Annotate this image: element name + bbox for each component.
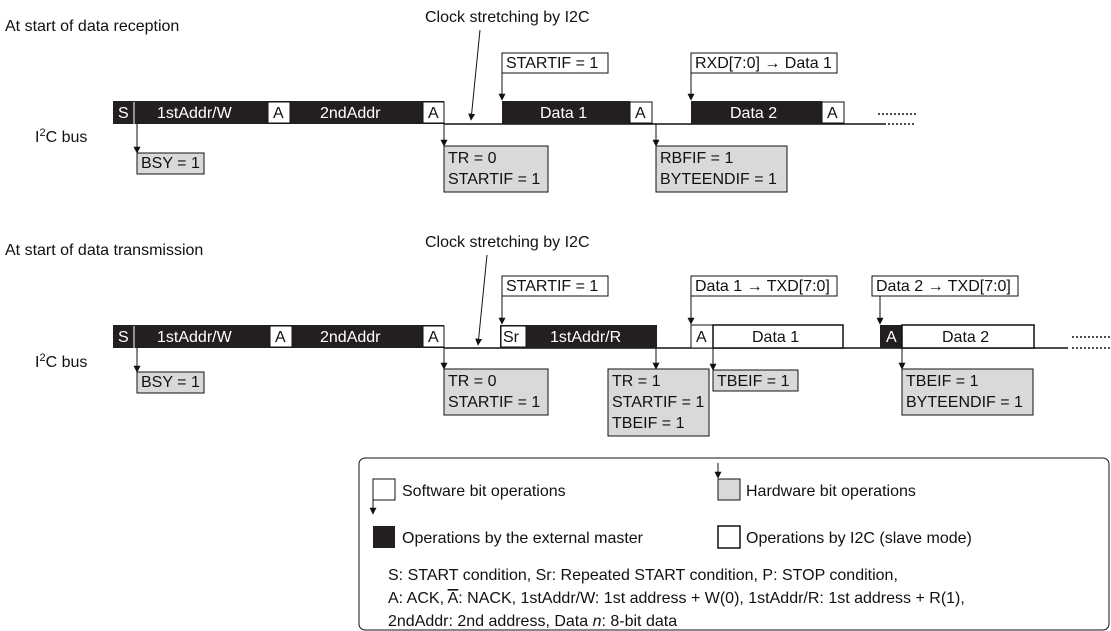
reception-clock-stretch-label: Clock stretching by I2C xyxy=(425,9,590,26)
transmission-seg-a2: A xyxy=(428,329,439,346)
transmission-master-frame-3 xyxy=(880,325,902,348)
transmission-ack-box-2 xyxy=(422,325,445,348)
reception-hw-bsy-box xyxy=(136,152,205,175)
legend-line-1: S: START condition, Sr: Repeated START c… xyxy=(388,567,898,584)
transmission-hw-startif-b: STARTIF = 1 xyxy=(612,394,704,411)
legend-line-3: 2ndAddr: 2nd address, Data n: 8-bit data xyxy=(388,613,677,630)
reception-seg-a3: A xyxy=(635,105,646,122)
transmission-hw-tr-0: TR = 0 xyxy=(448,373,497,390)
reception-ack-box-4 xyxy=(821,101,845,124)
reception-hw-byteendif: BYTEENDIF = 1 xyxy=(660,171,777,188)
transmission-seg-data1: Data 1 xyxy=(752,329,799,346)
reception-seg-s: S xyxy=(118,105,129,122)
legend-line-2: A: ACK, A: NACK, 1stAddr/W: 1st address … xyxy=(388,590,965,607)
transmission-hw-tr0-box xyxy=(443,368,549,416)
transmission-clock-stretch-arrow xyxy=(475,254,488,346)
reception-hw-rbfif: RBFIF = 1 xyxy=(660,150,733,167)
transmission-master-frame-2 xyxy=(500,325,657,348)
transmission-seg-a1: A xyxy=(275,329,286,346)
reception-master-frame-data2 xyxy=(691,101,822,124)
transmission-sw-startif: STARTIF = 1 xyxy=(506,278,598,295)
transmission-seg-addr2: 2ndAddr xyxy=(320,329,381,346)
legend-hardware-swatch xyxy=(717,478,741,501)
reception-seg-a1: A xyxy=(273,105,284,122)
reception-sw-rxd-box xyxy=(690,52,838,74)
reception-seg-addr-w: 1stAddr/W xyxy=(157,105,233,122)
transmission-bus-label: I2C bus xyxy=(35,352,87,371)
reception-seg-addr2: 2ndAddr xyxy=(320,105,381,122)
transmission-slave-data1 xyxy=(712,324,844,349)
transmission-sw-txd2: Data 2 → TXD[7:0] xyxy=(876,278,1011,295)
reception-ack-box-2 xyxy=(422,101,445,124)
transmission-hw-tbeif-c-box xyxy=(712,369,799,392)
transmission-hw-byteendif: BYTEENDIF = 1 xyxy=(906,394,1023,411)
transmission-seg-data2: Data 2 xyxy=(942,329,989,346)
legend-master-swatch xyxy=(373,526,395,548)
reception-sw-startif-box xyxy=(501,52,609,74)
transmission-hw-tbeif-b: TBEIF = 1 xyxy=(612,415,685,432)
reception-ack-box-3 xyxy=(629,101,653,124)
transmission-seg-addr-r: 1stAddr/R xyxy=(550,329,621,346)
transmission-seg-a3: A xyxy=(696,329,707,346)
transmission-sw-txd2-box xyxy=(871,275,1019,297)
reception-heading: At start of data reception xyxy=(5,18,179,35)
reception-seg-a4: A xyxy=(827,105,838,122)
reception-seg-data1: Data 1 xyxy=(540,105,587,122)
transmission-sw-txd1-box xyxy=(690,275,838,297)
transmission-hw-tbeif-c: TBEIF = 1 xyxy=(717,373,790,390)
transmission-sw-startif-box xyxy=(501,275,609,297)
transmission-heading: At start of data transmission xyxy=(5,242,203,259)
transmission-clock-stretch-label: Clock stretching by I2C xyxy=(425,234,590,251)
transmission-hw-startif-a: STARTIF = 1 xyxy=(448,394,540,411)
transmission-hw-tr1-box xyxy=(607,368,710,437)
reception-master-frame-data1 xyxy=(502,101,630,124)
reception-hw-tr-box xyxy=(443,145,549,193)
transmission-seg-s: S xyxy=(118,329,129,346)
transmission-hw-tbeif-d-box xyxy=(901,368,1034,416)
reception-bus-label: I2C bus xyxy=(35,127,87,146)
reception-hw-rbfif-box xyxy=(655,145,788,193)
reception-hw-startif: STARTIF = 1 xyxy=(448,171,540,188)
reception-sw-startif: STARTIF = 1 xyxy=(506,55,598,72)
transmission-hw-tbeif-d: TBEIF = 1 xyxy=(906,373,979,390)
reception-ack-box-1 xyxy=(267,101,291,124)
legend-slave-label: Operations by I2C (slave mode) xyxy=(746,530,972,547)
transmission-sw-txd1: Data 1 → TXD[7:0] xyxy=(695,278,830,295)
legend-hardware-label: Hardware bit operations xyxy=(746,483,916,500)
transmission-seg-sr: Sr xyxy=(503,329,520,346)
reception-sw-rxd: RXD[7:0] → Data 1 xyxy=(695,55,832,72)
legend-software-swatch xyxy=(372,478,396,501)
reception-hw-tr-0: TR = 0 xyxy=(448,150,497,167)
reception-seg-a2: A xyxy=(428,105,439,122)
reception-hw-bsy: BSY = 1 xyxy=(141,155,200,172)
legend-software-label: Software bit operations xyxy=(402,483,566,500)
transmission-sr-box xyxy=(500,325,527,348)
legend-slave-swatch xyxy=(717,525,741,549)
transmission-slave-data2 xyxy=(901,324,1035,349)
transmission-hw-bsy-box xyxy=(136,371,205,394)
reception-section: At start of data reception Clock stretch… xyxy=(5,9,916,193)
transmission-ack-box-1 xyxy=(269,325,293,348)
transmission-section: At start of data transmission Clock stre… xyxy=(5,234,1110,437)
transmission-hw-tr-1: TR = 1 xyxy=(612,373,661,390)
reception-seg-data2: Data 2 xyxy=(730,105,777,122)
transmission-seg-addr-w: 1stAddr/W xyxy=(157,329,233,346)
transmission-hw-bsy: BSY = 1 xyxy=(141,374,200,391)
reception-clock-stretch-arrow xyxy=(468,29,481,121)
transmission-seg-a4: A xyxy=(886,329,897,346)
legend: Software bit operations Hardware bit ope… xyxy=(358,457,1110,631)
legend-master-label: Operations by the external master xyxy=(402,530,644,547)
